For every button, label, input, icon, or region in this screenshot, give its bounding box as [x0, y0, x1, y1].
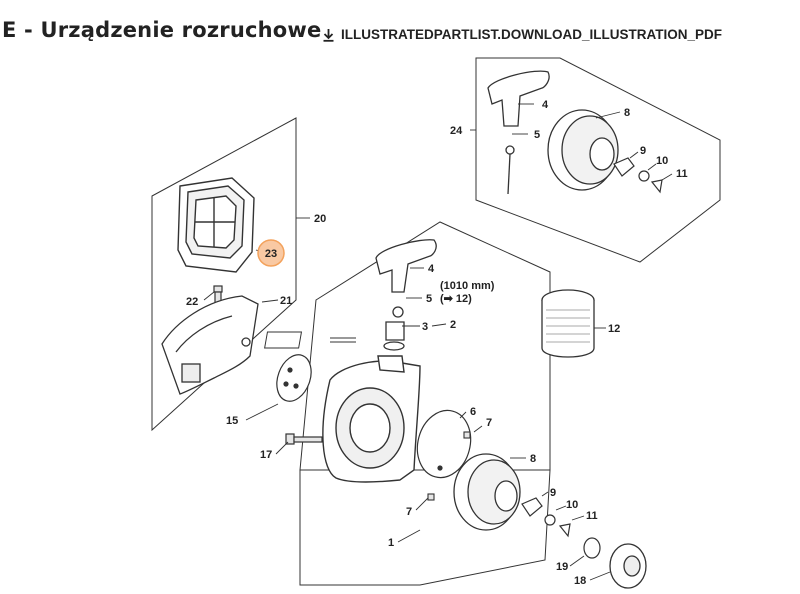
- nut-19: [583, 537, 601, 559]
- callout-8-lower[interactable]: 8: [530, 453, 536, 465]
- callout-10-upper[interactable]: 10: [656, 155, 668, 167]
- callout-3[interactable]: 3: [422, 321, 428, 333]
- svg-text:17: 17: [260, 449, 272, 461]
- svg-text:20: 20: [314, 213, 326, 225]
- svg-text:(1010 mm): (1010 mm): [440, 280, 495, 292]
- svg-text:2: 2: [450, 319, 456, 331]
- svg-text:10: 10: [566, 499, 578, 511]
- svg-text:4: 4: [542, 99, 549, 111]
- callout-4-upper[interactable]: 4: [542, 99, 549, 111]
- pawl-upper: [613, 157, 663, 194]
- rope-drum-lower: [453, 453, 521, 531]
- disc-15: [276, 354, 312, 402]
- svg-text:8: 8: [624, 107, 630, 119]
- callout-15[interactable]: 15: [226, 415, 238, 427]
- screw-7-a: [463, 431, 471, 439]
- callout-7-upper[interactable]: 7: [486, 417, 492, 429]
- callout-23-highlighted[interactable]: 23: [257, 239, 285, 267]
- parts-illustration: 23 4 5 24 8 9 10 11 20 22 21 4 (1010 mm)…: [151, 57, 721, 589]
- callout-9-upper[interactable]: 9: [640, 145, 646, 157]
- svg-text:10: 10: [656, 155, 668, 167]
- svg-text:9: 9: [550, 487, 556, 499]
- svg-text:3: 3: [422, 321, 428, 333]
- rope-spool-12: [541, 289, 595, 358]
- download-label: ILLUSTRATEDPARTLIST.DOWNLOAD_ILLUSTRATIO…: [341, 27, 722, 42]
- callout-8-upper[interactable]: 8: [624, 107, 630, 119]
- callout-11-lower[interactable]: 11: [586, 510, 598, 522]
- cap-18: [609, 543, 647, 589]
- handle-upper: [487, 70, 550, 195]
- svg-text:19: 19: [556, 561, 568, 573]
- svg-text:15: 15: [226, 415, 238, 427]
- svg-text:(➡ 12): (➡ 12): [440, 293, 472, 305]
- callout-18[interactable]: 18: [574, 575, 586, 587]
- svg-text:9: 9: [640, 145, 646, 157]
- svg-text:4: 4: [428, 263, 435, 275]
- svg-text:21: 21: [280, 295, 292, 307]
- svg-text:12: 12: [608, 323, 620, 335]
- svg-text:5: 5: [426, 293, 432, 305]
- page-header: E - Urządzenie rozruchowe ILLUSTRATEDPAR…: [0, 0, 800, 52]
- svg-text:8: 8: [530, 453, 536, 465]
- svg-text:22: 22: [186, 296, 198, 308]
- download-illustration-link[interactable]: ILLUSTRATEDPARTLIST.DOWNLOAD_ILLUSTRATIO…: [322, 27, 722, 42]
- page-title: E - Urządzenie rozruchowe: [2, 18, 322, 42]
- bolt-17: [285, 433, 323, 445]
- svg-text:24: 24: [450, 125, 463, 137]
- svg-text:6: 6: [470, 406, 476, 418]
- rope-drum-upper: [547, 109, 619, 191]
- callout-11-upper[interactable]: 11: [676, 168, 688, 180]
- callout-10-lower[interactable]: 10: [566, 499, 578, 511]
- spring-disc-6: [416, 409, 472, 479]
- highlight-ring: [257, 239, 285, 267]
- callout-20[interactable]: 20: [314, 213, 326, 225]
- svg-text:5: 5: [534, 129, 540, 141]
- callout-5-upper[interactable]: 5: [534, 129, 540, 141]
- rope-length-note: (1010 mm): [440, 280, 495, 292]
- callout-21[interactable]: 21: [280, 295, 292, 307]
- callout-5-lower[interactable]: 5: [426, 293, 432, 305]
- starter-housing: [322, 355, 421, 483]
- download-icon: [323, 28, 334, 42]
- callout-17[interactable]: 17: [260, 449, 272, 461]
- svg-text:1: 1: [388, 537, 394, 549]
- callout-4-lower[interactable]: 4: [428, 263, 435, 275]
- cover-21: [161, 295, 259, 395]
- svg-text:7: 7: [486, 417, 492, 429]
- callout-7-lower[interactable]: 7: [406, 506, 412, 518]
- label-sticker: [264, 331, 356, 349]
- callout-label-23: 23: [265, 248, 277, 260]
- illustration-frame: 23 4 5 24 8 9 10 11 20 22 21 4 (1010 mm)…: [0, 56, 800, 590]
- svg-text:11: 11: [586, 510, 598, 522]
- callout-9-lower[interactable]: 9: [550, 487, 556, 499]
- screw-7-b: [427, 493, 435, 501]
- callout-12[interactable]: 12: [608, 323, 620, 335]
- rope-ref-note[interactable]: (➡ 12): [440, 293, 472, 305]
- handle-lower: [375, 239, 437, 351]
- callout-2[interactable]: 2: [450, 319, 456, 331]
- svg-text:7: 7: [406, 506, 412, 518]
- callout-24[interactable]: 24: [450, 125, 463, 137]
- callout-19[interactable]: 19: [556, 561, 568, 573]
- svg-text:18: 18: [574, 575, 586, 587]
- callout-22[interactable]: 22: [186, 296, 198, 308]
- callout-6[interactable]: 6: [470, 406, 476, 418]
- pawl-lower: [521, 497, 571, 538]
- callout-1[interactable]: 1: [388, 537, 394, 549]
- air-filter: [177, 177, 255, 273]
- svg-text:11: 11: [676, 168, 688, 180]
